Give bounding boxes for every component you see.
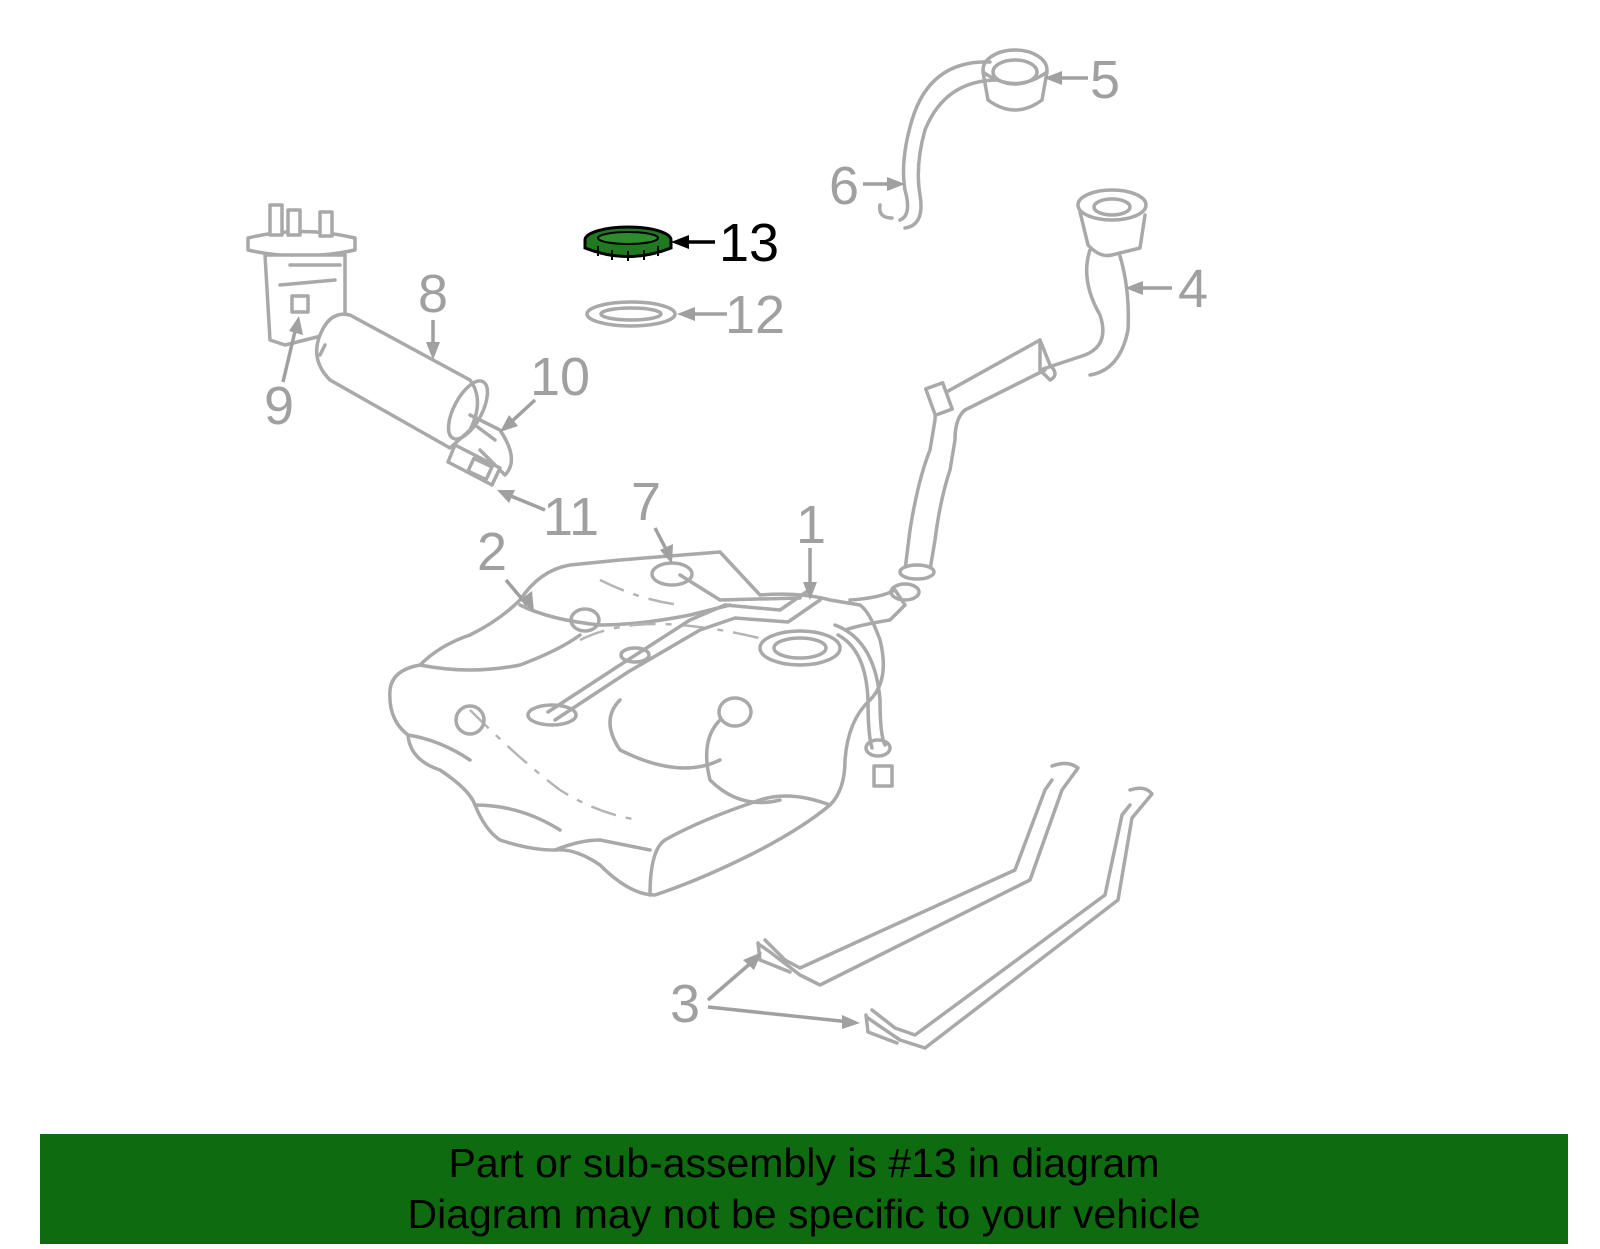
callout-8: 8: [418, 264, 448, 360]
callout-1-label: 1: [796, 495, 826, 555]
part-12-seal[interactable]: [585, 300, 677, 328]
callout-6: 6: [829, 156, 905, 216]
callout-5-label: 5: [1090, 50, 1120, 110]
callout-4: 4: [1125, 259, 1208, 319]
part-2-fuel-tank[interactable]: [388, 550, 886, 897]
part-10-strainer-clip[interactable]: [468, 413, 514, 477]
part-8-fuel-pump[interactable]: [314, 312, 496, 450]
callout-3: 3: [670, 952, 860, 1034]
banner-line-part-number: Part or sub-assembly is #13 in diagram: [448, 1140, 1160, 1186]
part-info-banner: Part or sub-assembly is #13 in diagram D…: [40, 1134, 1568, 1244]
callout-3-label: 3: [670, 974, 700, 1034]
parts-diagram: 1 2 3 4 5 6 7 8 9: [246, 48, 1208, 1050]
part-1-fuel-lines[interactable]: [546, 561, 921, 788]
callout-9: 9: [264, 316, 303, 436]
part-9-pump-module[interactable]: [246, 203, 357, 347]
callout-12-label: 12: [725, 285, 785, 345]
callout-2: 2: [477, 522, 534, 612]
callout-5: 5: [1044, 50, 1120, 110]
callout-2-label: 2: [477, 522, 507, 582]
callout-13: 13: [671, 213, 779, 273]
callout-11: 11: [497, 487, 599, 547]
part-3-tank-straps[interactable]: [756, 761, 1154, 1050]
callout-12: 12: [677, 285, 785, 345]
callout-7: 7: [631, 472, 673, 564]
callout-8-label: 8: [418, 264, 448, 324]
callout-1: 1: [796, 495, 826, 600]
callout-9-label: 9: [264, 376, 294, 436]
callout-4-label: 4: [1178, 259, 1208, 319]
callout-10: 10: [500, 347, 590, 432]
part-4-filler-neck[interactable]: [898, 188, 1148, 581]
callout-10-label: 10: [530, 347, 590, 407]
part-13-lock-ring[interactable]: [583, 225, 673, 261]
part-6-cap-tether[interactable]: [878, 60, 1000, 230]
banner-line-disclaimer: Diagram may not be specific to your vehi…: [407, 1191, 1201, 1237]
callout-13-label: 13: [719, 213, 779, 273]
callout-6-label: 6: [829, 156, 859, 216]
callout-11-label: 11: [543, 487, 599, 547]
callout-7-label: 7: [631, 472, 661, 532]
part-11-connector[interactable]: [446, 443, 502, 487]
